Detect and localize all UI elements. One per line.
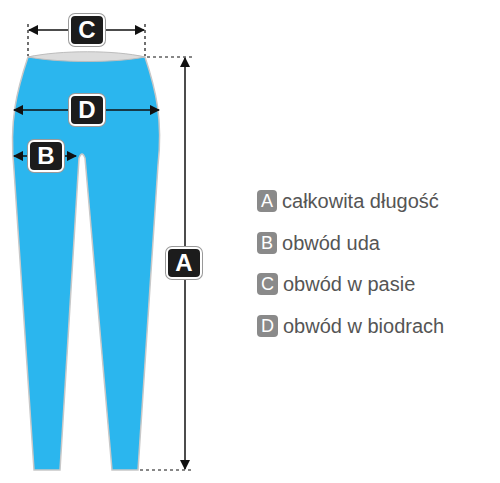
extension-line xyxy=(140,469,194,470)
legend-entry: Bobwód uda xyxy=(257,231,380,255)
leggings-body xyxy=(12,54,159,470)
legend-letter: A xyxy=(257,190,277,212)
dimension-letter: B xyxy=(37,142,54,169)
dimension-letter-box: B xyxy=(28,140,63,172)
legend-entry: Cobwód w pasie xyxy=(257,272,415,296)
dimension-letter: A xyxy=(175,249,192,276)
legend-letter: D xyxy=(257,315,278,337)
dimension-letter-box: C xyxy=(69,14,104,46)
extension-line xyxy=(27,24,28,56)
legend-letter: B xyxy=(257,232,277,254)
legend-description: obwód w pasie xyxy=(283,272,415,296)
legend-description: całkowita długość xyxy=(282,189,439,213)
extension-line xyxy=(144,24,145,56)
legend-entry: Dobwód w biodrach xyxy=(257,314,444,338)
dimension-letter-box: D xyxy=(69,94,104,126)
legend-entry: Acałkowita długość xyxy=(257,189,439,213)
waistband xyxy=(28,52,145,62)
legend-description: obwód uda xyxy=(282,231,380,255)
dimension-letter: D xyxy=(78,96,95,123)
extension-line xyxy=(147,56,194,57)
legend-letter: C xyxy=(257,273,278,295)
dimension-letter-box: A xyxy=(166,247,201,279)
dimension-letter: C xyxy=(78,16,95,43)
legend-description: obwód w biodrach xyxy=(283,314,444,338)
